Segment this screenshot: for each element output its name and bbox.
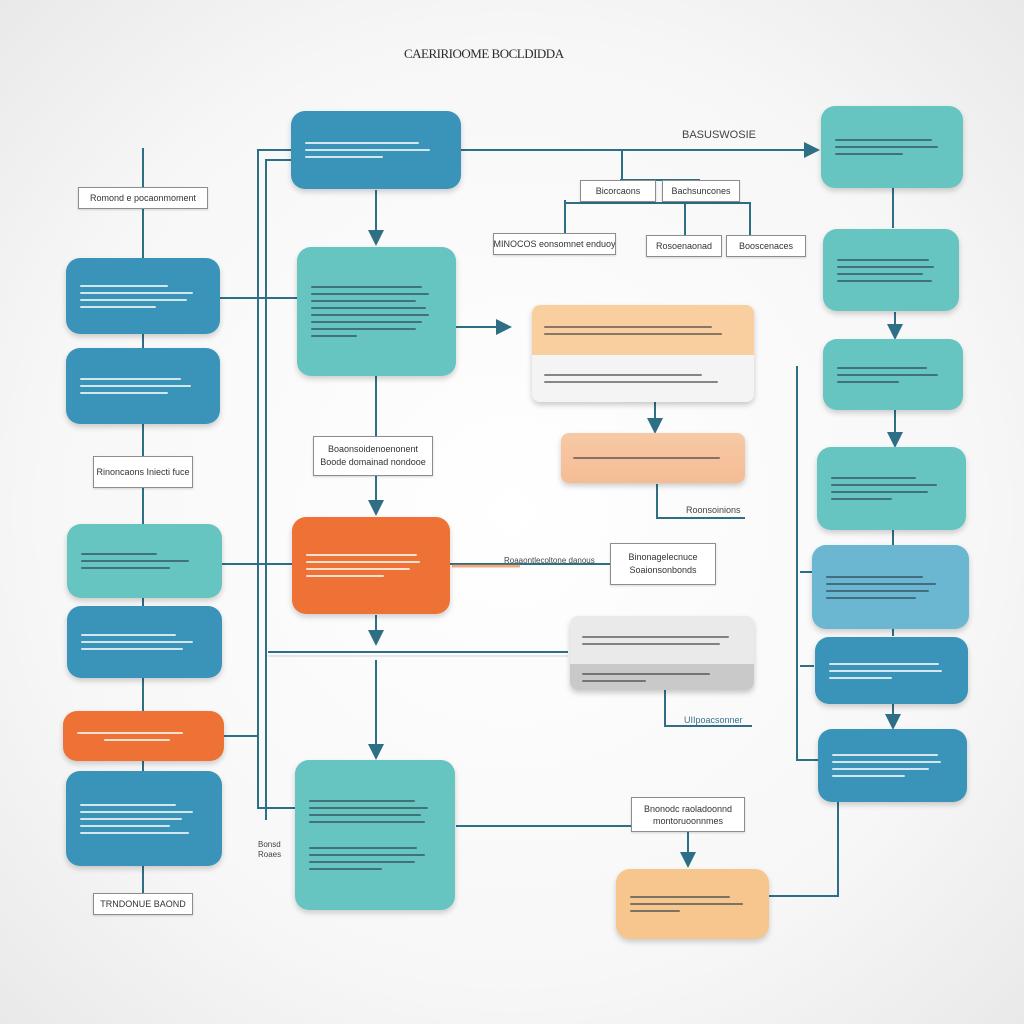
bus-line-inner	[265, 159, 292, 820]
left-node-5	[66, 771, 222, 866]
grey-card	[570, 616, 754, 690]
bottom-mid-box: Bnonodc raoladoonnd montoruoonnmes	[631, 797, 745, 832]
top-right-heading: BASUSWOSIE	[682, 129, 756, 141]
peach-caption-line	[656, 484, 745, 519]
tree-label-c: MINOCOS eonsomnet enduoy	[493, 233, 616, 255]
right-node-6	[815, 637, 968, 704]
right-node-7	[818, 729, 967, 802]
tree-label-b: Bachsuncones	[662, 180, 740, 202]
diagram-title: CAERIRIOOME BOCLDIDDA	[404, 46, 564, 61]
orange-caption: Roaaontlecoltone danous	[504, 556, 595, 565]
left-mid-label: Rinoncaons Iniecti fuce	[93, 456, 193, 488]
left-node-1	[66, 258, 220, 334]
tree-label-e: Booscenaces	[726, 235, 806, 257]
peach-card-caption: Roonsoinions	[686, 505, 741, 515]
bottom-left-caption: Bonsd Roaes	[258, 840, 282, 859]
mid-right-box: Binonagelecnuce Soaionsonbonds	[610, 543, 716, 585]
tree-label-a: Bicorcaons	[580, 180, 656, 202]
peach-strip-card	[561, 433, 745, 483]
center-mid-label: Boaonsoidenoenonent Boode domainad nondo…	[313, 436, 433, 476]
tree-branch-4	[565, 202, 751, 238]
right-node-3	[823, 339, 963, 410]
grey-caption-line	[664, 690, 752, 727]
right-node-2	[823, 229, 959, 311]
center-node-teal-2	[295, 760, 455, 910]
left-top-label: Romond e pocaonmoment	[78, 187, 208, 209]
right-node-1	[821, 106, 963, 188]
left-node-3	[67, 524, 222, 598]
left-bottom-label: TRNDONUE BAOND	[93, 893, 193, 915]
grey-card-caption: UIIpoacsonner	[684, 715, 743, 725]
right-node-4	[817, 447, 966, 530]
right-node-5	[812, 545, 969, 629]
bus-line-outer	[257, 149, 297, 809]
bottom-peach-node	[616, 869, 769, 939]
right-side-line	[796, 366, 818, 761]
tree-label-d: Rosoenaonad	[646, 235, 722, 257]
peach-white-card	[532, 305, 754, 402]
left-node-2	[66, 348, 220, 424]
peach-to-right	[768, 802, 839, 897]
left-node-orange	[63, 711, 224, 761]
left-node-4	[67, 606, 222, 678]
center-node-top	[291, 111, 461, 189]
center-node-teal-1	[297, 247, 456, 376]
center-node-orange	[292, 517, 450, 614]
